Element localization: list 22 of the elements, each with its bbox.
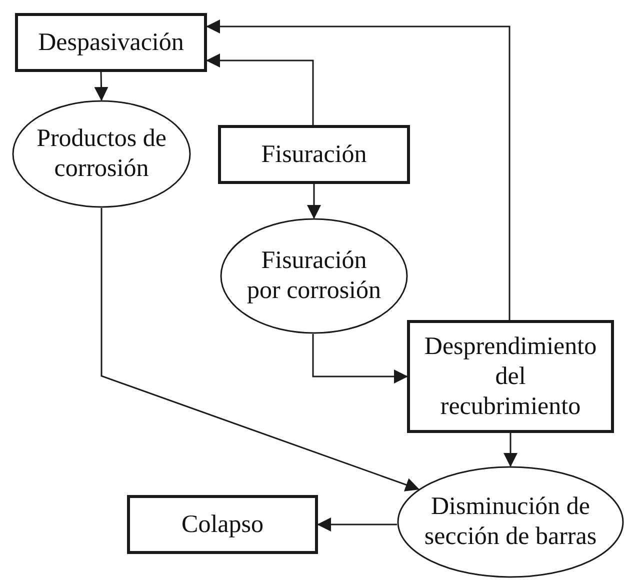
arrow (100, 208, 420, 492)
node-label: Fisuración (261, 140, 367, 170)
arrow (206, 20, 510, 320)
process-box (407, 320, 614, 433)
process-ellipse (12, 100, 191, 208)
arrow (206, 54, 314, 125)
process-box (218, 125, 410, 184)
arrow (307, 184, 321, 219)
process-ellipse (220, 218, 408, 334)
process-ellipse (397, 466, 624, 578)
process-box (15, 13, 207, 72)
node-label: Disminución de sección de barras (423, 492, 598, 552)
node-label: Fisuración por corrosión (246, 246, 382, 306)
arrow (504, 433, 518, 467)
node-label: Productos de corrosión (36, 124, 168, 184)
node-label: Colapso (182, 510, 264, 540)
node-label: Desprendimiento del recubrimiento (424, 332, 598, 422)
process-box (127, 495, 318, 554)
arrow (312, 334, 408, 384)
node-label: Despasivación (38, 28, 184, 58)
arrow (94, 72, 108, 101)
arrow (317, 518, 397, 532)
